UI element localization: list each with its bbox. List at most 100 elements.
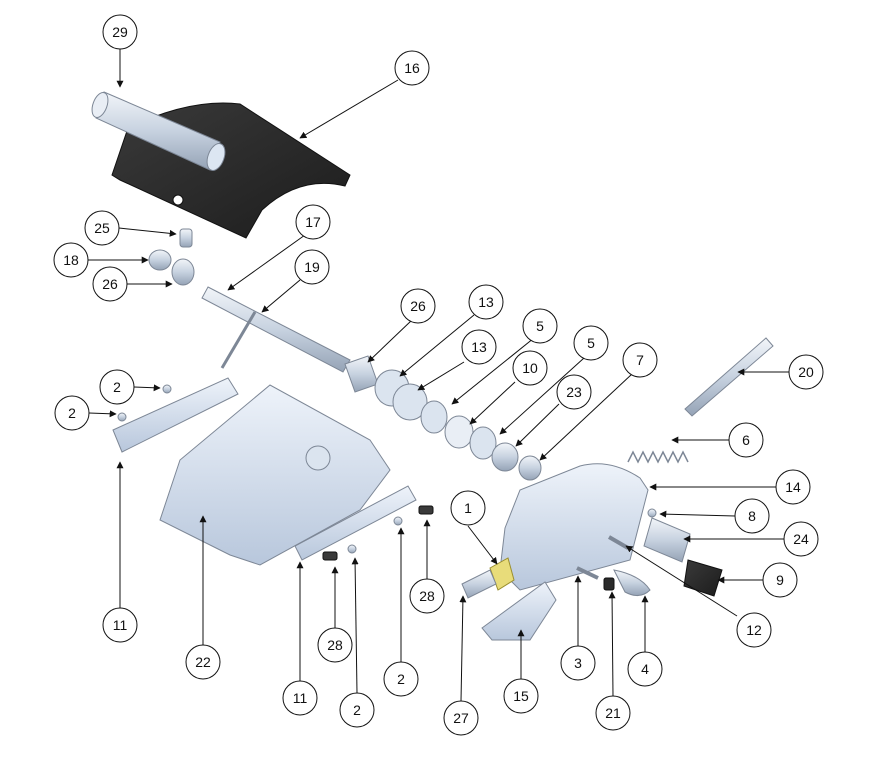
- part-10-bearing: [444, 415, 474, 449]
- part-12-pin: [607, 535, 630, 550]
- callout-11: 11: [282, 680, 318, 716]
- part-8-screw: [647, 508, 657, 518]
- callout-11: 11: [102, 607, 138, 643]
- callout-13: 13: [468, 284, 504, 320]
- part-9-cap: [683, 559, 723, 597]
- callout-20: 20: [788, 354, 824, 390]
- callout-2: 2: [383, 661, 419, 697]
- callout-2: 2: [99, 369, 135, 405]
- svg-text:20: 20: [798, 364, 814, 380]
- svg-text:13: 13: [471, 339, 487, 355]
- svg-text:2: 2: [353, 702, 361, 718]
- callout-21: 21: [595, 695, 631, 731]
- part-2-screw: [347, 544, 357, 554]
- callout-26: 26: [92, 266, 128, 302]
- part-2-screw: [117, 412, 127, 422]
- svg-text:9: 9: [776, 572, 784, 588]
- svg-text:25: 25: [94, 220, 110, 236]
- callout-10: 10: [512, 350, 548, 386]
- part-2-screw: [393, 516, 403, 526]
- svg-text:2: 2: [113, 379, 121, 395]
- callout-29: 29: [102, 14, 138, 50]
- svg-text:29: 29: [112, 24, 128, 40]
- part-29-rod-end: [91, 92, 109, 118]
- svg-text:21: 21: [605, 705, 621, 721]
- callout-4: 4: [627, 651, 663, 687]
- callout-16: 16: [394, 50, 430, 86]
- svg-text:26: 26: [102, 276, 118, 292]
- part-2-screw: [162, 384, 172, 394]
- part-14-housing: [499, 463, 649, 591]
- svg-text:24: 24: [793, 531, 809, 547]
- svg-text:18: 18: [63, 252, 79, 268]
- callout-13: 13: [461, 329, 497, 365]
- svg-text:23: 23: [566, 384, 582, 400]
- callout-24: 24: [783, 521, 819, 557]
- part-29-rod-end: [206, 143, 226, 171]
- parts-drawing: [91, 91, 774, 641]
- svg-text:22: 22: [195, 654, 211, 670]
- svg-text:11: 11: [293, 690, 308, 706]
- part-28-set-screw: [322, 551, 338, 561]
- part-5-washer: [469, 426, 497, 460]
- callout-23: 23: [556, 374, 592, 410]
- part-3-pin: [576, 566, 599, 580]
- callouts: 29 16 17 25 18 19 26 26 13 13 5 5 10 7 2…: [53, 14, 824, 736]
- part-16-hole: [172, 194, 184, 206]
- part-22-hole: [305, 445, 331, 471]
- part-26-bushing: [171, 258, 195, 286]
- part-27-bolt: [461, 569, 497, 599]
- callout-2: 2: [54, 395, 90, 431]
- part-23-nut: [491, 442, 519, 472]
- svg-text:8: 8: [748, 508, 756, 524]
- svg-text:5: 5: [536, 318, 544, 334]
- svg-text:2: 2: [397, 671, 405, 687]
- part-24-knob: [643, 517, 691, 563]
- callout-1: 1: [450, 490, 486, 526]
- part-15-lever: [481, 581, 557, 641]
- leader-lines: [88, 48, 789, 702]
- callout-27: 27: [443, 700, 479, 736]
- part-19-pin: [220, 311, 257, 369]
- callout-22: 22: [185, 644, 221, 680]
- part-11-plate-upper: [112, 377, 239, 453]
- part-21-pin: [603, 577, 615, 591]
- part-17-shaft: [201, 286, 351, 373]
- callout-28: 28: [317, 627, 353, 663]
- svg-text:1: 1: [464, 500, 472, 516]
- part-20-bolt: [684, 337, 774, 417]
- svg-text:13: 13: [478, 294, 494, 310]
- part-26-bushing-right: [344, 355, 379, 393]
- svg-text:28: 28: [419, 588, 435, 604]
- callout-2: 2: [339, 692, 375, 728]
- callout-5: 5: [573, 325, 609, 361]
- svg-text:14: 14: [785, 479, 801, 495]
- part-4-handle: [613, 569, 651, 596]
- callout-9: 9: [762, 562, 798, 598]
- callout-7: 7: [622, 342, 658, 378]
- part-11-plate-lower: [294, 485, 417, 561]
- callout-25: 25: [84, 210, 120, 246]
- svg-text:7: 7: [636, 352, 644, 368]
- svg-text:6: 6: [742, 432, 750, 448]
- callout-8: 8: [734, 498, 770, 534]
- svg-text:4: 4: [641, 661, 649, 677]
- part-13-washer: [392, 383, 428, 421]
- callout-26: 26: [400, 288, 436, 324]
- callout-17: 17: [295, 204, 331, 240]
- svg-text:5: 5: [587, 335, 595, 351]
- part-5-washer: [420, 400, 448, 434]
- svg-text:11: 11: [113, 617, 128, 633]
- svg-text:3: 3: [574, 655, 582, 671]
- part-7-nut: [518, 455, 542, 481]
- part-28-set-screw: [418, 505, 434, 515]
- svg-text:16: 16: [404, 60, 420, 76]
- part-25-bolt: [179, 228, 193, 248]
- callout-18: 18: [53, 242, 89, 278]
- callout-19: 19: [294, 249, 330, 285]
- callout-15: 15: [503, 678, 539, 714]
- callout-3: 3: [560, 645, 596, 681]
- svg-text:12: 12: [746, 622, 762, 638]
- svg-text:15: 15: [513, 688, 529, 704]
